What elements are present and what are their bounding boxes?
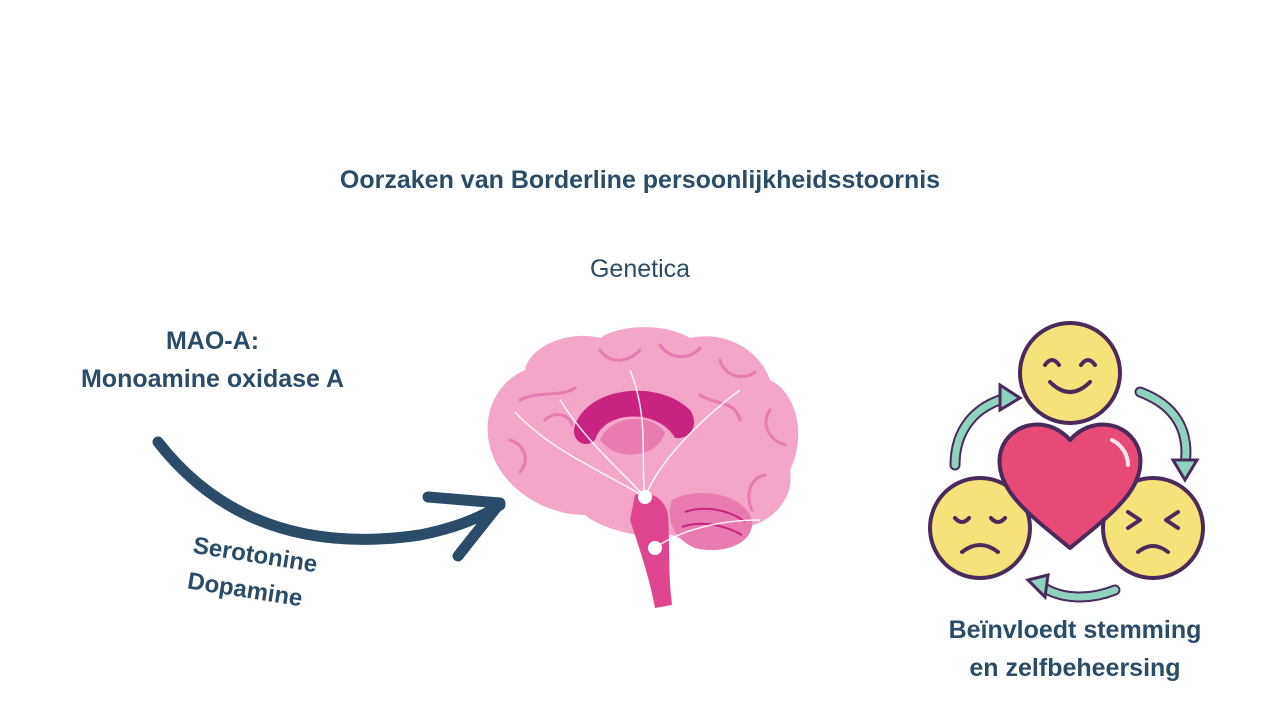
effect-label-line1: Beïnvloedt stemming [948, 616, 1202, 644]
effect-label: Beïnvloedt stemming en zelfbeheersing [925, 611, 1225, 687]
gene-label-line2: Monoamine oxidase A [80, 365, 344, 393]
heart-icon [997, 422, 1143, 550]
effect-label-line2: en zelfbeheersing [969, 654, 1181, 682]
slide-subtitle: Genetica [589, 255, 691, 283]
happy-face-icon [1018, 321, 1122, 425]
sad-face-icon [928, 476, 1032, 580]
gene-label-line1: MAO-A: [165, 327, 260, 355]
gene-label: MAO-A: Monoamine oxidase A [40, 322, 385, 398]
angry-face-icon [1101, 476, 1205, 580]
slide-title: Oorzaken van Borderline persoonlijkheids… [339, 166, 941, 194]
